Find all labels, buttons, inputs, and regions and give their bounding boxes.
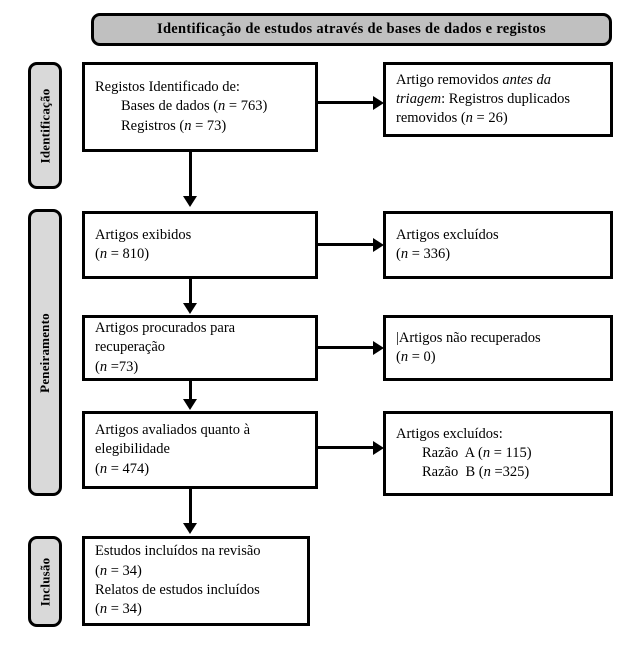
records-identified-line-3-value: = 73) <box>191 117 227 134</box>
box-records-excluded: Artigos excluídos (n = 336) <box>383 211 613 279</box>
reports-excluded-line-2: Razão A (n = 115) <box>396 444 600 463</box>
arrow-identified-to-screened-head <box>183 196 197 207</box>
arrow-assessed-to-excluded-line <box>318 446 375 449</box>
banner-identification: Identificação de estudos através de base… <box>91 13 612 46</box>
reports-excluded-reason-a: Razão A ( <box>422 444 483 461</box>
arrow-sought-to-assessed-line <box>189 381 192 406</box>
n-italic: n <box>99 601 108 618</box>
arrow-identified-to-screened-line <box>189 152 192 197</box>
reports-not-retrieved-line-1: |Artigos não recuperados <box>396 329 541 346</box>
reports-assessed-line-1: Artigos avaliados quanto à <box>95 422 251 439</box>
reports-assessed-line-3: (n = 474) <box>95 460 305 479</box>
stage-label-peneiramento: Peneiramento <box>28 209 62 496</box>
n-italic: n <box>99 460 108 477</box>
reports-not-retrieved-line-2: (n = 0) <box>396 348 600 367</box>
records-removed-line-3-text: removidos ( <box>396 110 466 127</box>
reports-excluded-line-1: Artigos excluídos: <box>396 425 503 442</box>
arrow-identified-to-removed-line <box>318 101 375 104</box>
reports-sought-line-3-open: ( <box>95 358 100 375</box>
arrow-sought-to-not-retrieved-head <box>373 341 384 355</box>
records-removed-emphasis-a: antes da <box>502 71 552 88</box>
records-excluded-line-1: Artigos excluídos <box>396 226 499 243</box>
records-identified-line-2-value: = 763) <box>225 98 268 115</box>
box-reports-not-retrieved: |Artigos não recuperados (n = 0) <box>383 315 613 381</box>
reports-not-retrieved-line-2-value: = 0) <box>408 349 436 365</box>
arrow-assessed-to-included-line <box>189 489 192 524</box>
stage-label-inclusao-text: Inclusão <box>37 557 52 606</box>
studies-included-line-2-value: = 34) <box>107 562 142 579</box>
arrow-sought-to-not-retrieved-line <box>318 346 375 349</box>
reports-sought-line-3-value: =73) <box>107 358 139 375</box>
stage-label-peneiramento-text: Peneiramento <box>37 312 52 393</box>
records-identified-line-2: Bases de dados (n = 763) <box>95 97 305 116</box>
records-identified-line-2-text: Bases de dados ( <box>121 98 219 115</box>
studies-included-line-1: Estudos incluídos na revisão <box>95 543 261 560</box>
reports-assessed-line-3-open: ( <box>95 460 100 477</box>
stage-label-identificacao-text: Identificação <box>37 88 52 163</box>
arrow-sought-to-assessed-head <box>183 399 197 410</box>
studies-included-line-4-value: = 34) <box>107 601 142 618</box>
box-records-screened: Artigos exibidos (n = 810) <box>82 211 318 279</box>
n-italic: n <box>483 464 491 481</box>
n-italic: n <box>218 98 226 115</box>
reports-sought-line-1: Artigos procurados para <box>95 320 236 337</box>
arrow-screened-to-sought-line <box>189 279 192 304</box>
stage-label-identificacao: Identificação <box>28 62 62 189</box>
records-identified-line-3-text: Registros ( <box>121 117 185 134</box>
records-excluded-line-2-open: ( <box>396 246 401 262</box>
box-studies-included: Estudos incluídos na revisão (n = 34) Re… <box>82 536 310 626</box>
n-italic: n <box>99 246 108 262</box>
records-excluded-line-2-value: = 336) <box>408 246 451 262</box>
n-italic: n <box>99 358 108 375</box>
box-records-identified: Registos Identificado de: Bases de dados… <box>82 62 318 152</box>
records-removed-line-2: triagem: Registros duplicados <box>396 90 600 109</box>
records-removed-line-2-text: : Registros duplicados <box>441 90 570 107</box>
studies-included-line-3: Relatos de estudos incluídos <box>95 582 260 598</box>
box-records-removed: Artigo removidos antes da triagem: Regis… <box>383 62 613 137</box>
reports-excluded-line-3: Razão B (n =325) <box>396 463 600 482</box>
box-reports-excluded: Artigos excluídos: Razão A (n = 115) Raz… <box>383 411 613 496</box>
reports-sought-line-2: recuperação <box>95 339 166 356</box>
records-screened-line-1: Artigos exibidos <box>95 226 192 243</box>
records-removed-line-3: removidos (n = 26) <box>396 109 600 128</box>
n-italic: n <box>99 562 108 579</box>
reports-assessed-line-3-value: = 474) <box>107 460 150 477</box>
records-screened-line-2-open: ( <box>95 246 100 262</box>
banner-label: Identificação de estudos através de base… <box>157 21 546 37</box>
records-removed-line-1: Artigo removidos antes da <box>396 71 600 90</box>
box-reports-assessed: Artigos avaliados quanto à elegibilidade… <box>82 411 318 489</box>
n-italic: n <box>482 444 491 461</box>
records-screened-line-2: (n = 810) <box>95 245 305 264</box>
arrow-screened-to-excluded-line <box>318 243 375 246</box>
box-reports-sought: Artigos procurados para recuperação (n =… <box>82 315 318 381</box>
reports-assessed-line-2: elegibilidade <box>95 441 170 458</box>
n-italic: n <box>400 349 409 365</box>
n-italic: n <box>465 110 473 127</box>
studies-included-line-2: (n = 34) <box>95 562 297 581</box>
records-identified-line-1: Registos Identificado de: <box>95 79 240 96</box>
arrow-assessed-to-excluded-head <box>373 441 384 455</box>
records-removed-line-1-text: Artigo removidos <box>396 71 503 88</box>
arrow-identified-to-removed-head <box>373 96 384 110</box>
reports-excluded-reason-b: Razão B ( <box>422 464 484 481</box>
arrow-assessed-to-included-head <box>183 523 197 534</box>
records-screened-line-2-value: = 810) <box>107 246 150 262</box>
reports-excluded-reason-a-value: = 115) <box>490 444 532 461</box>
studies-included-line-4: (n = 34) <box>95 600 297 619</box>
reports-not-retrieved-line-2-open: ( <box>396 349 401 365</box>
reports-excluded-reason-b-value: =325) <box>490 464 530 481</box>
arrow-screened-to-sought-head <box>183 303 197 314</box>
reports-sought-line-3: (n =73) <box>95 358 305 377</box>
studies-included-line-4-open: ( <box>95 601 100 618</box>
records-excluded-line-2: (n = 336) <box>396 245 600 264</box>
records-removed-emphasis-b: triagem <box>396 90 442 107</box>
stage-label-inclusao: Inclusão <box>28 536 62 627</box>
records-removed-line-3-value: = 26) <box>472 110 508 127</box>
n-italic: n <box>400 246 409 262</box>
arrow-screened-to-excluded-head <box>373 238 384 252</box>
studies-included-line-2-open: ( <box>95 562 100 579</box>
records-identified-line-3: Registros (n = 73) <box>95 117 305 136</box>
n-italic: n <box>184 117 192 134</box>
